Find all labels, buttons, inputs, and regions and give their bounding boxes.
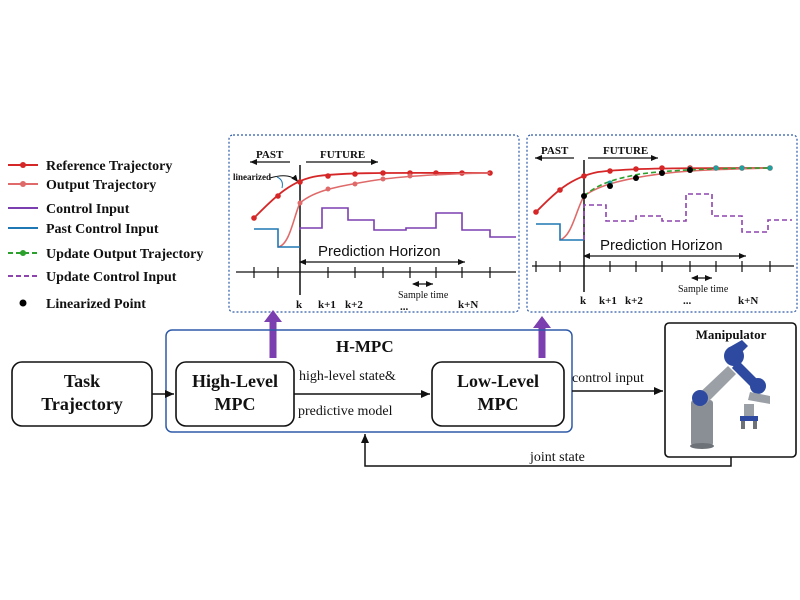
task-trajectory-label: Task	[64, 371, 100, 391]
joint-state-feedback-arrow	[361, 434, 732, 467]
tick-label: k	[580, 295, 587, 307]
legend-past-control-input: Past Control Input	[8, 222, 159, 237]
past-label: PAST	[256, 149, 284, 161]
legend-output-trajectory: Output Trajectory	[8, 178, 156, 193]
past-control-input	[536, 223, 584, 241]
prediction-horizon-label: Prediction Horizon	[600, 237, 723, 254]
prediction-horizon-label: Prediction Horizon	[318, 243, 441, 260]
robot-arm-icon	[690, 340, 770, 449]
legend-label: Update Control Input	[46, 270, 177, 285]
legend-update-output-trajectory: Update Output Trajectory	[8, 247, 203, 262]
past-label: PAST	[541, 145, 569, 157]
future-label: FUTURE	[320, 149, 365, 161]
predictive-model-label: predictive model	[298, 404, 393, 419]
output-trajectory	[559, 167, 771, 241]
right-panel: PAST FUTURE Prediction Horiz	[526, 134, 798, 313]
future-label: FUTURE	[603, 145, 648, 157]
low-level-mpc-block	[431, 361, 565, 427]
tick-label: k	[296, 299, 303, 311]
update-control-input	[583, 193, 792, 240]
legend-label: Reference Trajectory	[46, 159, 172, 174]
legend-reference-trajectory: Reference Trajectory	[8, 159, 172, 174]
task-trajectory-label: Trajectory	[41, 394, 123, 414]
high-level-mpc-label: MPC	[215, 394, 256, 414]
legend-label: Control Input	[46, 202, 130, 217]
control-input-label: control input	[572, 371, 644, 386]
tick-label: k+1	[318, 299, 336, 311]
tick-label: k+N	[738, 295, 758, 307]
low-level-mpc-label: MPC	[478, 394, 519, 414]
linearized-label: linearized	[233, 172, 271, 182]
legend-label: Update Output Trajectory	[46, 247, 203, 262]
manipulator-block	[664, 322, 797, 458]
tick-label: ...	[400, 301, 409, 313]
time-ticks	[253, 267, 491, 278]
legend: Reference Trajectory Output Trajectory C…	[8, 159, 203, 312]
legend-update-control-input: Update Control Input	[8, 270, 177, 285]
legend-label: Past Control Input	[46, 222, 159, 237]
legend-linearized-point: Linearized Point	[19, 297, 146, 312]
low-level-mpc-label: Low-Level	[457, 371, 539, 391]
tick-label: k+2	[625, 295, 643, 307]
hmpc-container	[165, 329, 573, 433]
tick-label: k+N	[458, 299, 478, 311]
time-ticks	[535, 261, 771, 272]
output-trajectory	[277, 172, 491, 248]
left-panel: PAST FUTURE linearized Prediction Horizo…	[228, 134, 520, 313]
control-input	[299, 207, 516, 238]
high-level-state-label: high-level state&	[299, 369, 396, 384]
legend-label: Output Trajectory	[46, 178, 156, 193]
hmpc-title: H-MPC	[336, 337, 394, 356]
sample-time-label: Sample time	[678, 284, 729, 295]
tick-label: ...	[683, 295, 692, 307]
tick-label: k+2	[345, 299, 363, 311]
output-points	[297, 173, 413, 206]
sample-time-label: Sample time	[398, 290, 449, 301]
manipulator-label: Manipulator	[696, 327, 767, 342]
linearized-points	[581, 167, 693, 199]
legend-label: Linearized Point	[46, 297, 146, 312]
joint-state-label: joint state	[529, 450, 585, 465]
reference-trajectory	[253, 171, 491, 219]
high-level-mpc-label: High-Level	[192, 371, 278, 391]
update-output-trajectory	[583, 167, 771, 197]
tick-label: k+1	[599, 295, 617, 307]
legend-control-input: Control Input	[8, 202, 130, 217]
past-control-input	[254, 228, 300, 248]
